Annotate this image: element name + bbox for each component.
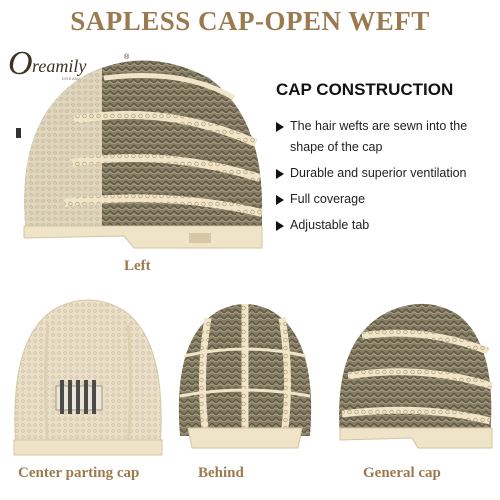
feature-item: Durable and superior ventilation	[276, 163, 500, 184]
registered-mark: ®	[124, 54, 130, 61]
page-title: SAPLESS CAP-OPEN WEFT	[70, 6, 430, 36]
wig-cap-center-parting-image	[13, 299, 163, 456]
feature-item: Adjustable tab	[276, 215, 500, 236]
triangle-bullet-icon	[276, 221, 284, 231]
view-label-center-parting: Center parting cap	[18, 465, 140, 481]
wig-cap-left-image	[16, 60, 263, 249]
feature-item: Full coverage	[276, 189, 500, 210]
view-label-general: General cap	[363, 465, 441, 481]
feature-text: Adjustable tab	[290, 218, 370, 232]
feature-list: The hair wefts are sewn into the shape o…	[276, 116, 500, 241]
triangle-bullet-icon	[276, 122, 284, 132]
triangle-bullet-icon	[276, 169, 284, 179]
feature-item: The hair wefts are sewn into the shape o…	[276, 116, 500, 158]
cap-construction-heading: CAP CONSTRUCTION	[276, 80, 454, 99]
view-label-left: Left	[124, 258, 151, 274]
wig-cap-general-image	[339, 303, 494, 449]
wig-cap-behind-image	[178, 304, 312, 449]
brand-wordmark: reamily	[32, 56, 87, 76]
feature-text: Durable and superior ventilation	[290, 166, 467, 180]
brand-mark: O	[8, 45, 33, 82]
triangle-bullet-icon	[276, 195, 284, 205]
feature-text: The hair wefts are sewn into the shape o…	[290, 119, 468, 154]
view-label-behind: Behind	[198, 465, 244, 481]
feature-text: Full coverage	[290, 192, 366, 206]
